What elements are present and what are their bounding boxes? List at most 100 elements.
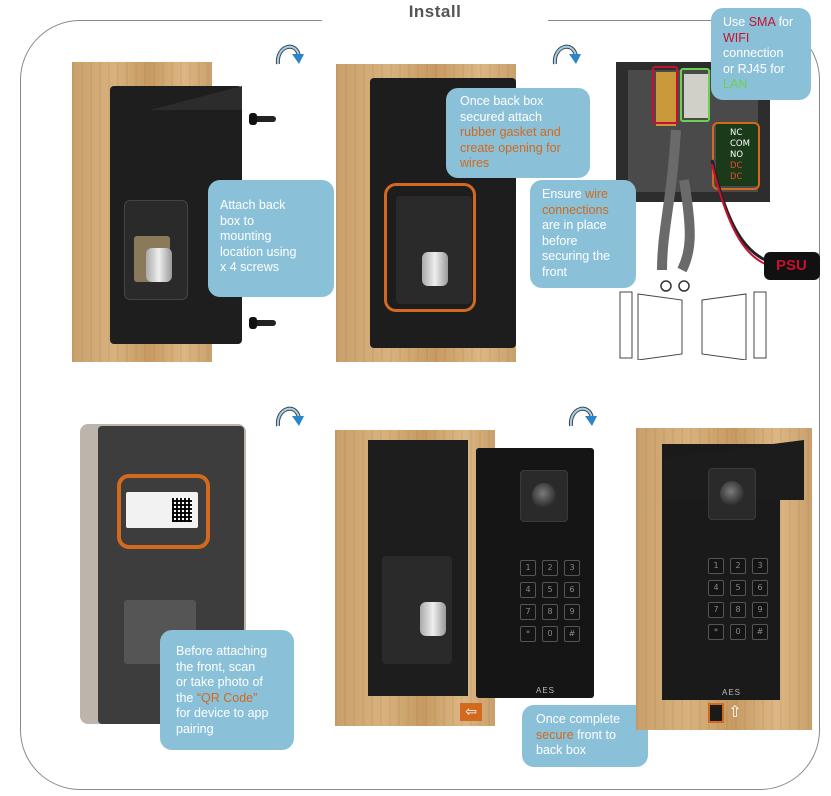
- terminal-com: COM: [730, 139, 750, 149]
- screw: [249, 113, 276, 125]
- callout-text: front: [542, 264, 568, 279]
- keypad-key: 4: [520, 582, 536, 598]
- callout-text: LAN: [723, 77, 748, 91]
- callout-line: the front, scan: [176, 660, 278, 676]
- callout-line: connection: [723, 46, 799, 62]
- keypad-key: 2: [542, 560, 558, 576]
- device-brand: AES: [536, 686, 556, 695]
- terminal-dc: DC: [730, 161, 743, 171]
- keypad-key: 9: [752, 602, 768, 618]
- callout-text: front to: [573, 727, 616, 742]
- callout-line: or RJ45 for: [723, 62, 799, 78]
- callout-line: the “QR Code”: [176, 691, 278, 707]
- callout-text: securing the: [542, 249, 611, 263]
- callout-line: location using: [220, 244, 297, 259]
- keypad-key: 5: [542, 582, 558, 598]
- rj45-highlight: [680, 68, 710, 122]
- callout-line: before: [542, 234, 624, 250]
- callout-line: Once back box: [460, 94, 576, 110]
- callout-text: connection: [723, 46, 784, 60]
- keypad-key: 7: [708, 602, 724, 618]
- title-gap: [322, 10, 548, 32]
- keypad-key: 4: [708, 580, 724, 596]
- keypad-key: 9: [564, 604, 580, 620]
- callout-line: LAN: [723, 77, 799, 93]
- arrow-up-icon: ⇧: [728, 702, 742, 721]
- callout-line: secured attach: [460, 110, 576, 126]
- keypad-key: #: [564, 626, 580, 642]
- callout-line: front: [542, 265, 624, 281]
- keypad-key: 8: [730, 602, 746, 618]
- callout-line: box to: [220, 213, 255, 228]
- keypad-key: 6: [564, 582, 580, 598]
- callout-text: the front, scan: [176, 659, 256, 674]
- callout-line: x 4 screws: [220, 260, 280, 274]
- callout-line: or take photo of: [176, 675, 278, 691]
- callout-text: pairing: [176, 721, 214, 736]
- terminal-labels: NC COM NO DC DC: [730, 128, 750, 183]
- callout-line: pairing: [176, 722, 278, 738]
- callout-text: WIFI: [723, 30, 750, 45]
- callout-text: rubber gasket and: [460, 125, 561, 139]
- sma-highlight: [652, 66, 678, 124]
- callout-text: before: [542, 233, 578, 248]
- callout-line: connections: [542, 203, 624, 219]
- callout-text: or take photo of: [176, 675, 263, 689]
- screw-slot-highlight: [708, 703, 724, 723]
- callout-line: WIFI: [723, 31, 799, 47]
- terminal-nc: NC: [730, 128, 743, 138]
- callout-line: Before attaching: [176, 644, 278, 660]
- callout-line: secure front to: [536, 728, 634, 744]
- keypad-key: 7: [520, 604, 536, 620]
- keypad-key: 3: [564, 560, 580, 576]
- keypad-key: 1: [520, 560, 536, 576]
- screw: [249, 317, 276, 329]
- callout-text: are in place: [542, 218, 607, 232]
- step1-callout: Attach back box to mounting location usi…: [208, 180, 334, 297]
- qr-code-icon: [172, 498, 192, 522]
- keypad-key: 3: [752, 558, 768, 574]
- callout-line: mounting: [220, 229, 272, 243]
- rotate-cw-icon: [552, 44, 581, 65]
- callout-line: back box: [536, 743, 634, 759]
- callout-text: for: [775, 15, 794, 29]
- page-title: Install: [408, 2, 462, 21]
- callout-line: wires: [460, 156, 576, 172]
- callout-line: Once complete: [536, 712, 634, 728]
- keypad-key: *: [708, 624, 724, 640]
- keypad-key: *: [520, 626, 536, 642]
- keypad-key: 0: [542, 626, 558, 642]
- callout-text: back box: [536, 743, 587, 757]
- callout-text: Once complete: [536, 712, 621, 726]
- callout-line: Attach back: [220, 198, 286, 212]
- callout-line: Use SMA for: [723, 15, 799, 31]
- keypad-key: 2: [730, 558, 746, 574]
- terminal-no: NO: [730, 150, 744, 160]
- callout-text: secure: [536, 727, 574, 742]
- callout-line: securing the: [542, 249, 624, 265]
- rotate-cw-icon: [275, 406, 304, 427]
- callout-text: for device to app: [176, 706, 269, 720]
- callout-text: secured attach: [460, 109, 542, 124]
- qr-code-highlight: [117, 474, 210, 549]
- arrow-left-icon: ⇦: [460, 703, 482, 721]
- callout-line: Ensure wire: [542, 187, 624, 203]
- callout-text: Use: [723, 15, 749, 29]
- keypad-key: 8: [542, 604, 558, 620]
- callout-text: wires: [460, 156, 490, 170]
- rotate-cw-icon: [568, 406, 597, 427]
- callout-line: for device to app: [176, 706, 278, 722]
- callout-text: Ensure: [542, 187, 586, 201]
- callout-line: rubber gasket and: [460, 125, 576, 141]
- callout-text: create opening for: [460, 140, 561, 155]
- gasket-highlight: [384, 183, 476, 312]
- terminal-dc: DC: [730, 172, 743, 182]
- callout-text: wire: [585, 187, 609, 201]
- callout-text: or RJ45 for: [723, 61, 785, 76]
- terminal-highlight: [712, 122, 760, 190]
- callout-text: “QR Code”: [196, 690, 258, 705]
